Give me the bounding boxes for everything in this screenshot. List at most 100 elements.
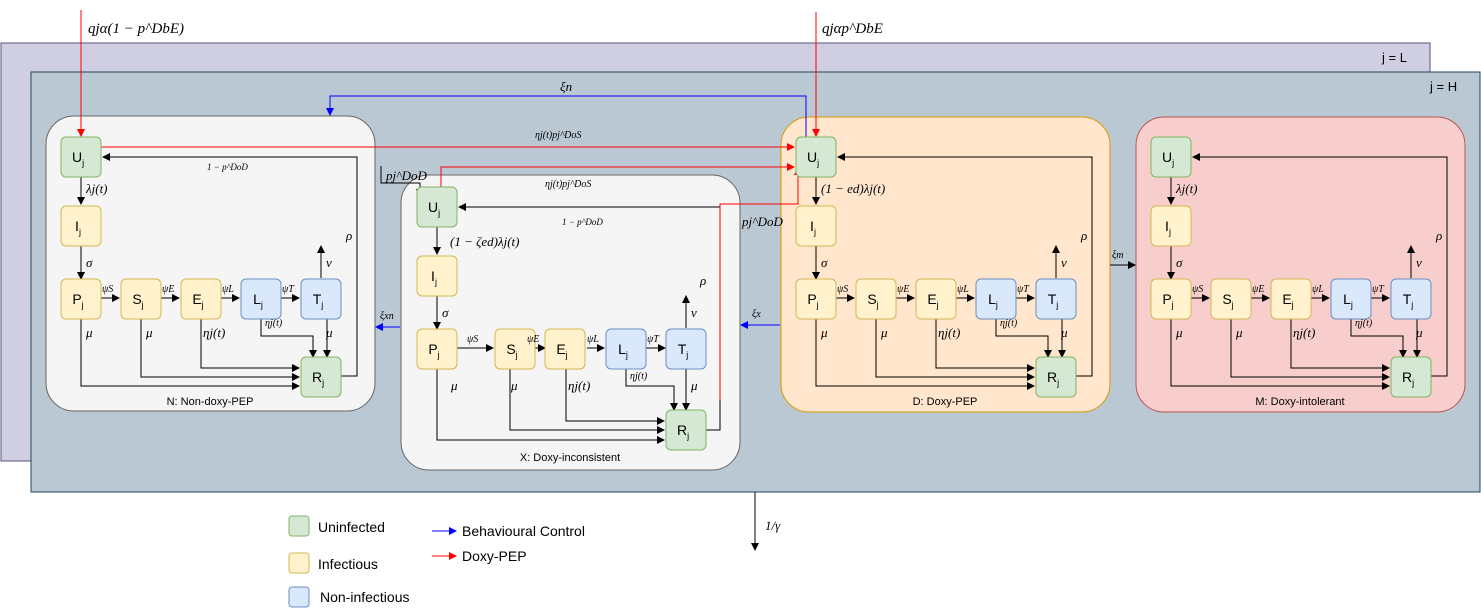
label-X-psiL: ψL: [587, 334, 599, 345]
compartment-X-U-label: Uj: [428, 199, 440, 218]
compartment-D-R: [1035, 356, 1077, 398]
label-X-eta-L: ηj(t): [630, 371, 648, 382]
label-M-mu-S: μ: [1235, 325, 1243, 340]
legend-uninfected: Uninfected: [318, 519, 385, 535]
compartment-X-R-label: Rj: [677, 422, 689, 441]
compartment-M-S: [1210, 278, 1252, 320]
legend-swatch-infectious: [288, 552, 310, 574]
label-xi-x: ξx: [752, 309, 761, 320]
arrow-X-to-D: [440, 163, 795, 187]
label-X-sigma: σ: [442, 305, 449, 320]
group-M: [1135, 116, 1466, 413]
label-M-mu-P: μ: [1175, 325, 1183, 340]
label-M-psiT: ψT: [1372, 284, 1385, 295]
label-N-psiS: ψS: [102, 284, 113, 295]
label-M-eta-L: ηj(t): [1355, 318, 1373, 329]
label-M-lambda: λj(t): [1175, 181, 1198, 196]
label-D-mu-T: μ: [1060, 325, 1068, 340]
group-N-flows: [77, 153, 358, 390]
label-p-DoD-N: pj^DoD: [385, 168, 427, 183]
compartment-N-L: [240, 278, 282, 320]
label-xi-m: ξm: [1112, 250, 1124, 261]
label-N-psiE: ψE: [162, 284, 174, 295]
label-N-psiT: ψT: [282, 284, 295, 295]
label-N-mu-S: μ: [145, 325, 153, 340]
label-D-nu: ν: [1061, 255, 1067, 270]
label-X-psiE: ψE: [527, 334, 539, 345]
arrow-X-to-D-pDoD: [719, 167, 802, 400]
compartment-X-L-label: Lj: [618, 341, 628, 360]
compartment-D-L: [975, 278, 1017, 320]
group-D-name: D: Doxy-PEP: [913, 396, 978, 408]
compartment-X-S: [494, 328, 536, 370]
label-D-mu-S: μ: [880, 325, 888, 340]
label-return-X: 1 − p^DoD: [562, 217, 603, 227]
label-N-mu-T: μ: [325, 325, 333, 340]
compartment-N-S-label: Sj: [132, 291, 143, 310]
label-M-rho: ρ: [1435, 228, 1442, 243]
legend: Uninfected Infectious Non-infectious Beh…: [288, 515, 585, 608]
label-X-lambda: (1 − ζed)λj(t): [450, 234, 519, 249]
compartment-D-P: [795, 278, 837, 320]
label-eta-p-DoS-top: ηj(t)pj^DoS: [535, 130, 581, 141]
label-X-nu: ν: [691, 305, 697, 320]
compartment-D-U-label: Uj: [807, 149, 819, 168]
compartment-N-S: [120, 278, 162, 320]
compartment-M-R-label: Rj: [1402, 369, 1414, 388]
group-D-flows: [812, 153, 1093, 390]
compartment-N-R-label: Rj: [312, 369, 324, 388]
label-N-sigma: σ: [86, 255, 93, 270]
compartment-X-U: [416, 186, 458, 228]
label-gamma: 1/γ: [765, 518, 781, 533]
compartment-X-S-label: Sj: [506, 341, 517, 360]
compartment-X-T-label: Tj: [678, 341, 689, 360]
compartment-N-I-label: Ij: [75, 218, 81, 237]
group-X-name: X: Doxy-inconsistent: [520, 452, 620, 464]
compartment-N-L-label: Lj: [253, 291, 263, 310]
compartment-X-P-label: Pj: [428, 341, 439, 360]
label-M-eta-E: ηj(t): [1293, 325, 1315, 340]
compartment-X-E: [544, 328, 586, 370]
compartment-D-E: [915, 278, 957, 320]
group-M-flows: [1167, 153, 1448, 390]
compartment-M-U-label: Uj: [1162, 149, 1174, 168]
label-return-N: 1 − p^DoD: [207, 162, 248, 172]
label-M-mu-T: μ: [1415, 325, 1423, 340]
label-N-rho: ρ: [345, 228, 352, 243]
compartment-N-T: [300, 278, 342, 320]
label-D-mu-P: μ: [820, 325, 828, 340]
label-X-mu-S: μ: [510, 378, 518, 393]
compartment-M-L-label: Lj: [1343, 291, 1353, 310]
label-X-mu-T: μ: [690, 378, 698, 393]
compartment-X-L: [605, 328, 647, 370]
label-N-lambda: λj(t): [85, 181, 108, 196]
compartment-M-P-label: Pj: [1162, 291, 1173, 310]
compartment-X-I-label: Ij: [431, 268, 437, 287]
label-X-mu-P: μ: [450, 378, 458, 393]
compartment-M-U: [1150, 136, 1192, 178]
label-p-DoD-X: pj^DoD: [741, 214, 783, 229]
layer-H-label: j = H: [1429, 79, 1457, 94]
compartment-D-T: [1035, 278, 1077, 320]
compartment-N-E-label: Ej: [192, 291, 203, 310]
compartment-D-P-label: Pj: [807, 291, 818, 310]
compartment-D-L-label: Lj: [988, 291, 998, 310]
label-M-sigma: σ: [1176, 255, 1183, 270]
label-D-psiS: ψS: [837, 284, 848, 295]
compartment-N-P-label: Pj: [72, 291, 83, 310]
compartment-M-S-label: Sj: [1222, 291, 1233, 310]
label-D-psiE: ψE: [897, 284, 909, 295]
compartment-M-T-label: Tj: [1403, 291, 1414, 310]
compartment-D-S: [855, 278, 897, 320]
label-M-psiL: ψL: [1312, 284, 1324, 295]
label-N-eta-L: ηj(t): [265, 318, 283, 329]
label-N-mu-P: μ: [85, 325, 93, 340]
label-D-psiT: ψT: [1017, 284, 1030, 295]
compartment-M-T: [1390, 278, 1432, 320]
label-M-psiS: ψS: [1192, 284, 1203, 295]
group-N: [45, 115, 376, 412]
compartment-D-R-label: Rj: [1047, 369, 1059, 388]
label-eta-p-DoS-x: ηj(t)pj^DoS: [545, 179, 591, 190]
label-M-psiE: ψE: [1252, 284, 1264, 295]
legend-noninfectious: Non-infectious: [320, 589, 410, 605]
